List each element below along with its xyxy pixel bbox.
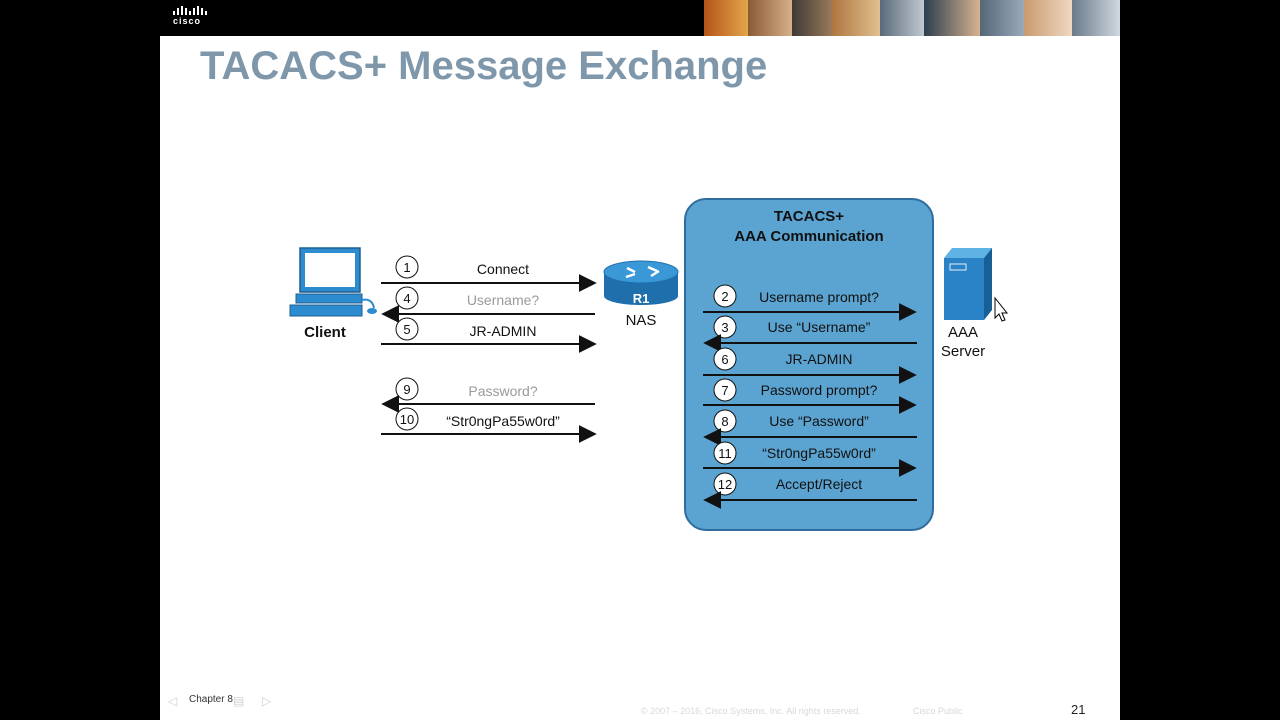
server-label-line2: Server <box>941 343 985 360</box>
aaa-server-icon <box>944 248 992 320</box>
router-badge: R1 <box>633 291 650 306</box>
message-text: Username? <box>467 292 540 308</box>
router-icon <box>603 260 679 305</box>
step-number: 9 <box>403 382 410 397</box>
step-number: 8 <box>721 414 728 429</box>
client-label: Client <box>304 324 346 341</box>
server-message-12: 12 Accept/Reject <box>703 472 917 509</box>
step-number: 6 <box>721 352 728 367</box>
step-number: 5 <box>403 322 410 337</box>
server-message-7: 7 Password prompt? <box>703 378 917 414</box>
classification-label: Cisco Public <box>913 706 963 716</box>
chapter-label: Chapter 8 <box>189 694 233 705</box>
page-number: 21 <box>1071 702 1086 717</box>
message-text: JR-ADMIN <box>786 351 853 367</box>
step-number: 7 <box>721 383 728 398</box>
server-message-2: 2 Username prompt? <box>703 284 917 321</box>
next-slide-icon[interactable]: ▷ <box>262 694 272 708</box>
step-number: 12 <box>718 477 732 492</box>
step-number: 2 <box>721 289 728 304</box>
previous-slide-icon[interactable]: ◁ <box>168 694 178 708</box>
client-message-1: 1 Connect <box>381 255 597 292</box>
slide-menu-icon[interactable]: ▤ <box>233 694 245 708</box>
server-label-line1: AAA <box>948 324 978 341</box>
mouse-cursor-icon <box>994 296 1009 322</box>
slide-title: TACACS+ Message Exchange <box>200 44 768 88</box>
message-text: Use “Password” <box>769 413 869 429</box>
message-text: Username prompt? <box>759 289 879 305</box>
box-title-line2: AAA Communication <box>734 228 883 245</box>
step-number: 10 <box>400 412 414 427</box>
step-number: 11 <box>718 446 732 461</box>
step-number: 4 <box>403 291 410 306</box>
cisco-logo: cisco <box>173 6 207 26</box>
copyright-text: © 2007 – 2016, Cisco Systems, Inc. All r… <box>641 706 861 716</box>
box-title-line1: TACACS+ <box>774 208 844 225</box>
server-message-11: 11 “Str0ngPa55w0rd” <box>703 441 917 477</box>
message-text: JR-ADMIN <box>470 323 537 339</box>
slide-canvas <box>160 36 1120 720</box>
nas-label: NAS <box>626 312 657 329</box>
message-text: Connect <box>477 261 529 277</box>
message-text: “Str0ngPa55w0rd” <box>762 445 876 461</box>
server-message-6: 6 JR-ADMIN <box>703 347 917 384</box>
presenter-photo-strip <box>704 0 1120 36</box>
message-text: Use “Username” <box>768 319 871 335</box>
client-message-5: 5 JR-ADMIN <box>381 317 597 353</box>
server-message-8: 8 Use “Password” <box>703 409 917 446</box>
server-message-3: 3 Use “Username” <box>703 315 917 352</box>
client-computer-icon <box>289 247 377 317</box>
client-message-9: 9 Password? <box>381 377 595 413</box>
message-text: “Str0ngPa55w0rd” <box>446 413 560 429</box>
client-message-4: 4 Username? <box>381 286 595 323</box>
message-text: Accept/Reject <box>776 476 862 492</box>
message-text: Password? <box>468 383 537 399</box>
client-message-10: 10 “Str0ngPa55w0rd” <box>381 407 597 443</box>
message-text: Password prompt? <box>761 382 878 398</box>
step-number: 3 <box>721 320 728 335</box>
step-number: 1 <box>403 260 410 275</box>
